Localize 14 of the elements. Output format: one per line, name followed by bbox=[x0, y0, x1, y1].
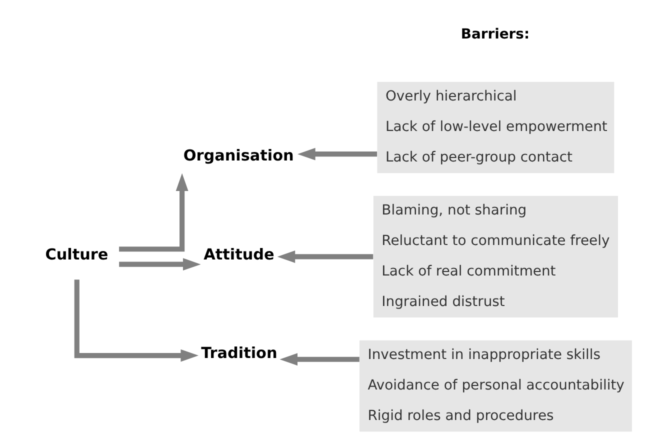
node-text: Culture bbox=[44, 245, 108, 264]
arrow bbox=[276, 250, 373, 263]
node-box: Investment in inappropriate skills Avoidance of personal accountability Rigid roles and procedures bbox=[358, 340, 632, 432]
arrow bbox=[74, 280, 198, 362]
arrow bbox=[279, 353, 359, 366]
node-text: Tradition bbox=[200, 344, 277, 362]
node-text: Organisation bbox=[182, 146, 294, 165]
node-text: Attitude bbox=[203, 245, 274, 264]
arrow bbox=[118, 173, 188, 252]
node-box: Overly hierarchical Lack of low-level empowerment Lack of peer-group contact bbox=[376, 82, 614, 174]
node-box: Blaming, not sharing Reluctant to communicate freely Lack of real commitment Ingrained distrust bbox=[372, 196, 618, 318]
label: Barriers: bbox=[460, 26, 530, 42]
arrow bbox=[297, 148, 377, 160]
arrow bbox=[118, 258, 200, 271]
